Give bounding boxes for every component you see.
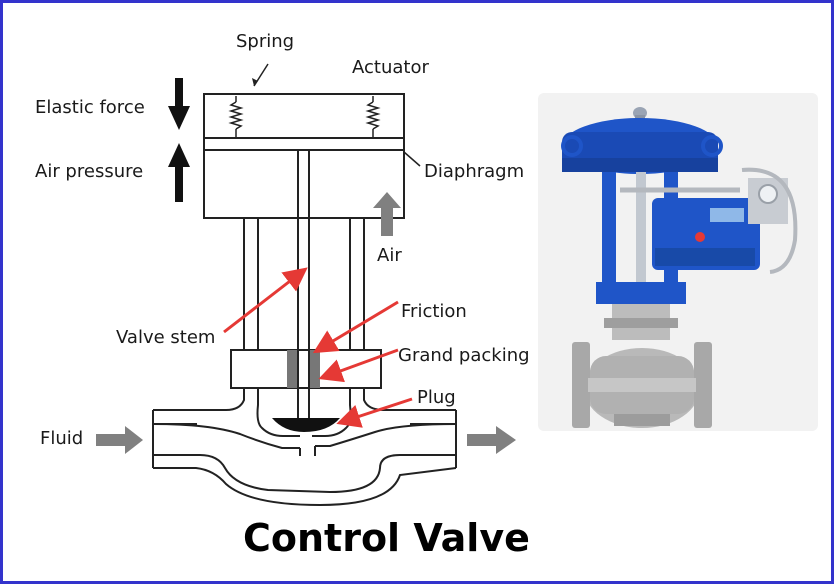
air-arrow-icon <box>373 192 401 236</box>
friction-pointer <box>312 300 399 354</box>
label-plug: Plug <box>417 387 456 408</box>
up-arrow-icon <box>168 143 190 202</box>
spring-icon <box>365 96 381 137</box>
valve-plug <box>272 418 340 432</box>
grand-packing-pointer <box>318 348 399 383</box>
grand-packing-left <box>287 350 298 388</box>
label-air: Air <box>377 245 402 266</box>
diagram-title: Control Valve <box>243 516 530 560</box>
label-fluid: Fluid <box>40 428 84 449</box>
label-diaphragm: Diaphragm <box>424 161 525 182</box>
label-valve-stem: Valve stem <box>116 327 216 348</box>
down-arrow-icon <box>168 78 190 130</box>
valve-stem-pointer <box>223 267 308 334</box>
label-elastic-force: Elastic force <box>35 97 145 118</box>
label-friction: Friction <box>401 301 467 322</box>
flow-arrow-icon <box>467 426 516 454</box>
packing-box <box>230 349 382 389</box>
label-air-pressure: Air pressure <box>35 161 144 182</box>
flow-arrow-icon <box>96 426 143 454</box>
label-grand-packing: Grand packing <box>398 345 530 366</box>
diaphragm-pointer <box>403 151 421 167</box>
label-spring: Spring <box>236 31 295 52</box>
spring-icon <box>228 96 244 137</box>
label-actuator: Actuator <box>352 57 429 78</box>
plug-pointer <box>336 397 413 428</box>
grand-packing-right <box>309 350 320 388</box>
